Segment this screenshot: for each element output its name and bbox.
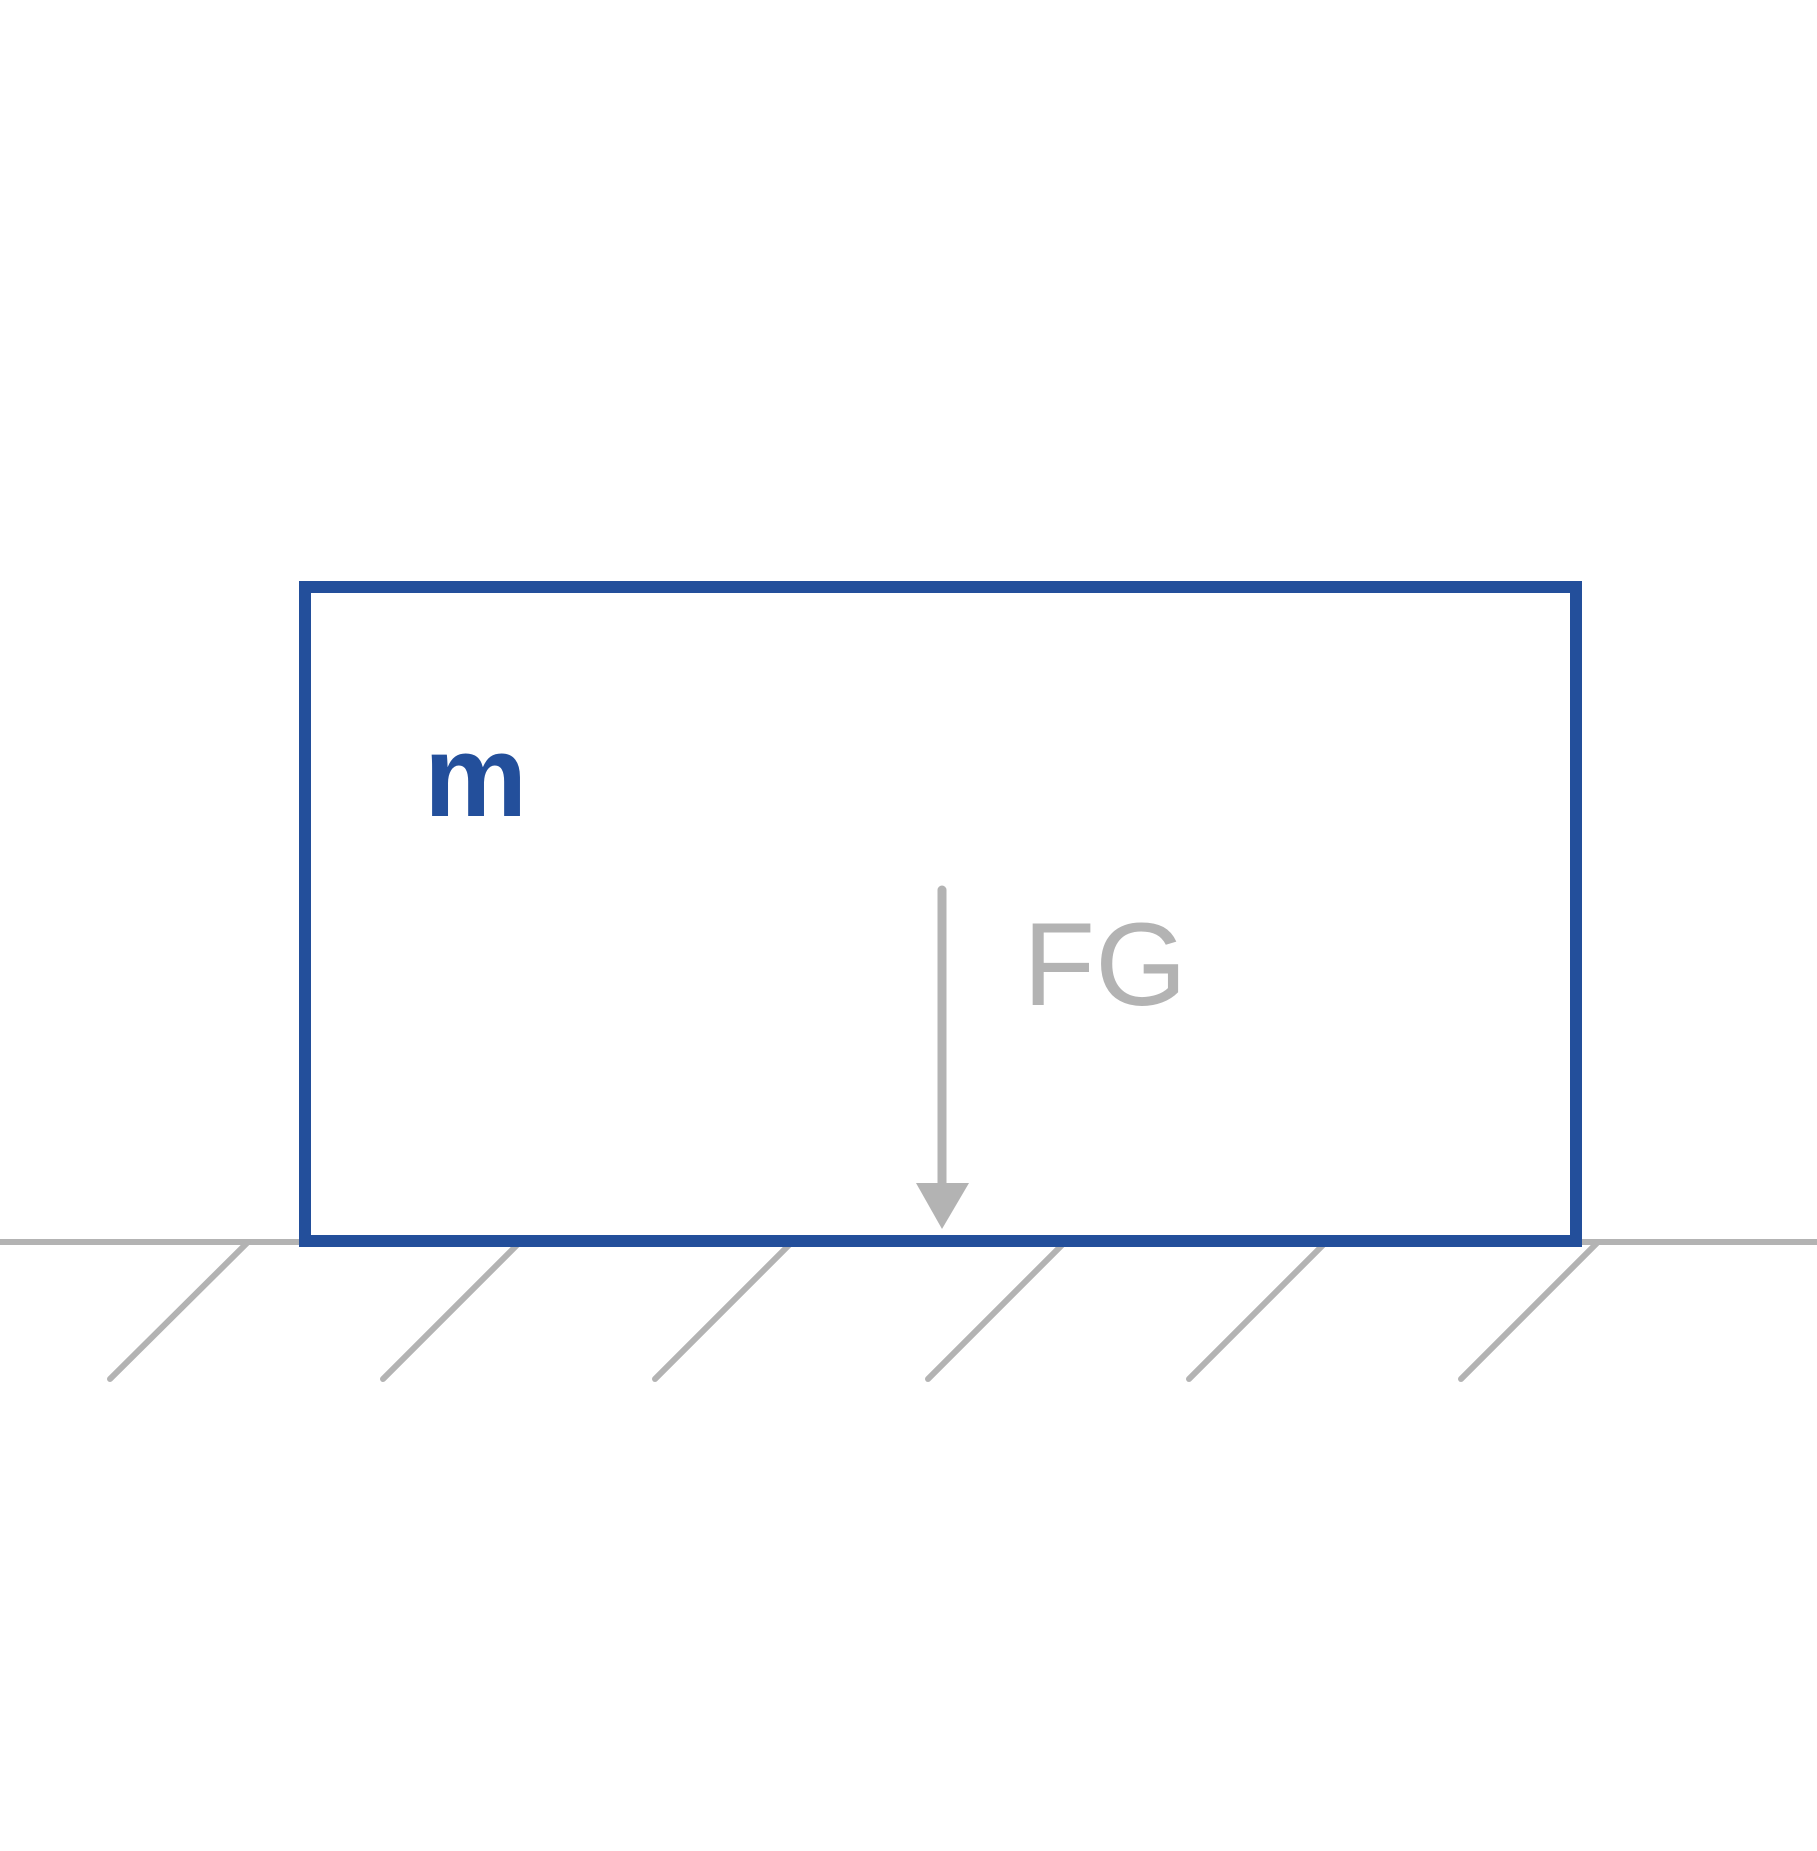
ground-hatch-mark	[107, 1239, 251, 1382]
ground-hatch-mark	[1186, 1239, 1329, 1382]
ground-hatch-mark	[380, 1239, 523, 1382]
force-label: FG	[1023, 899, 1187, 1031]
mass-block	[299, 581, 1582, 1247]
gravity-force-arrow	[916, 885, 969, 1229]
force-arrow-head	[916, 1183, 969, 1229]
ground-hatch-mark	[1458, 1239, 1601, 1382]
ground-hatching	[107, 1239, 1601, 1382]
ground-hatch-mark	[652, 1239, 795, 1382]
mass-label: m	[424, 711, 527, 841]
ground-hatch-mark	[925, 1239, 1068, 1382]
